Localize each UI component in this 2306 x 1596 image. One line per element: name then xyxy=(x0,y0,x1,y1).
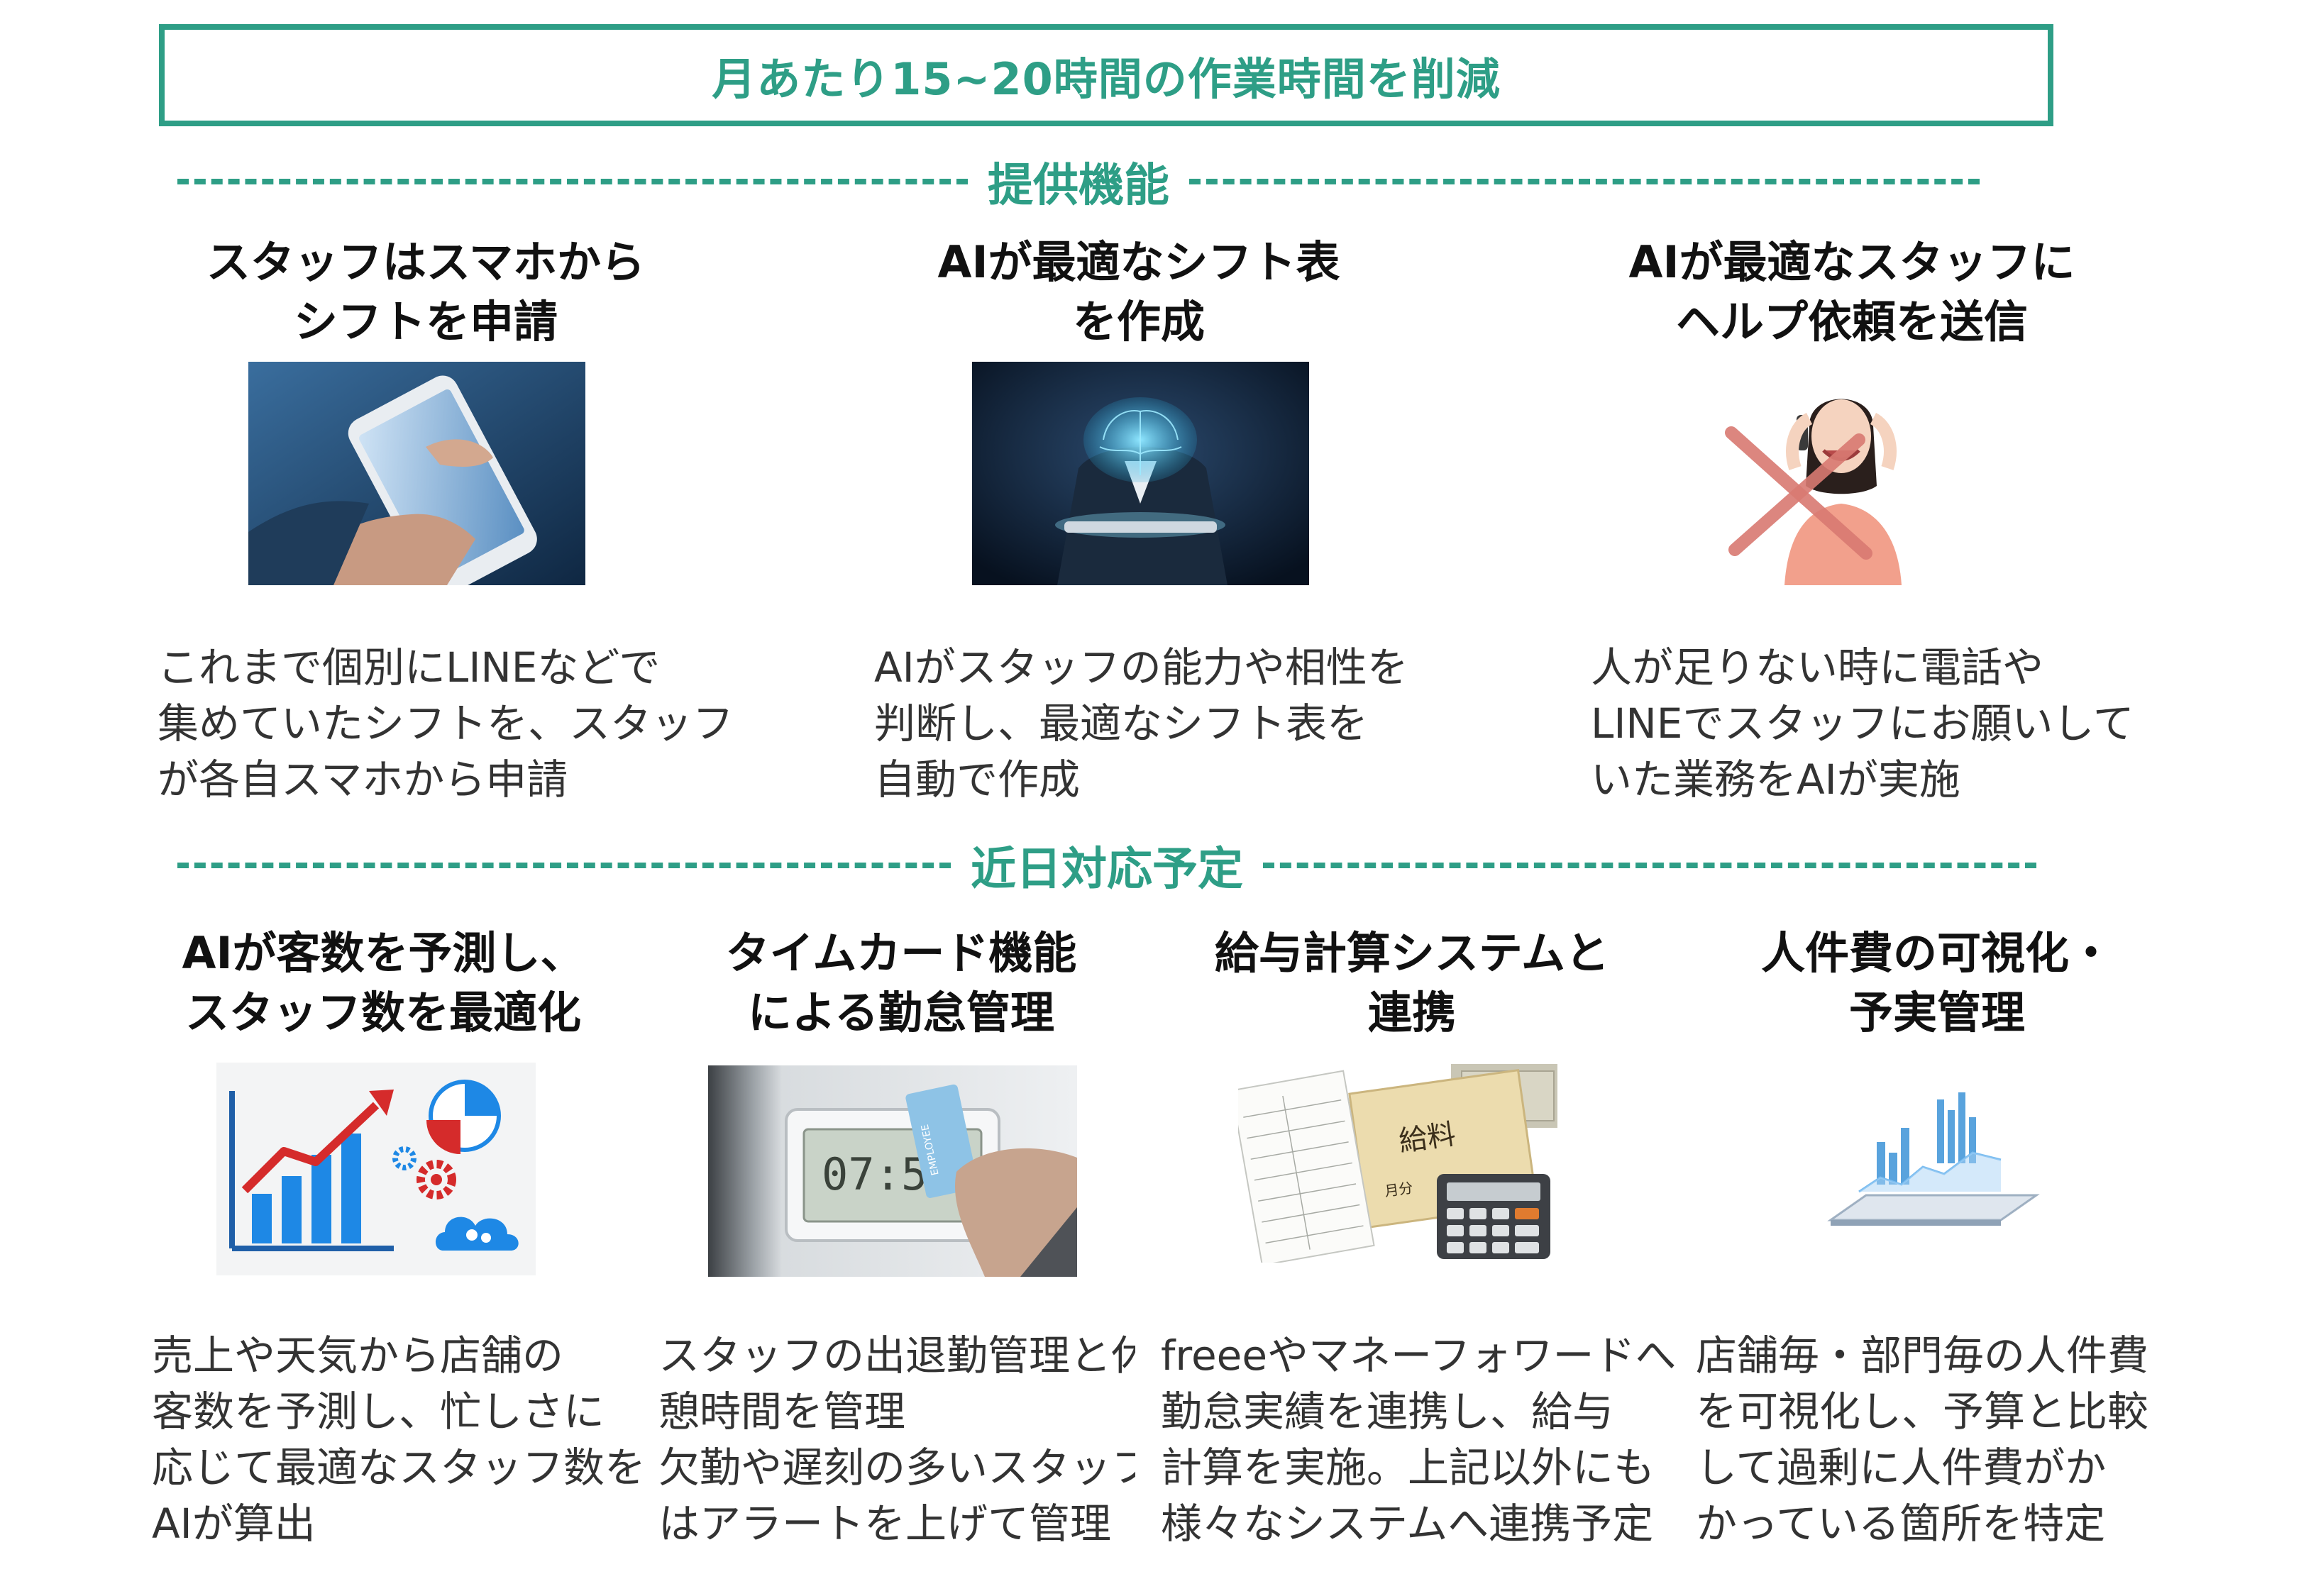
feature-title-ai-shift: AIが最適なシフト表 を作成 xyxy=(820,233,1458,352)
feature-title-line: 連携 xyxy=(1367,987,1456,1038)
feature-title-line: スタッフはスマホから xyxy=(206,236,646,288)
divider-dash-right xyxy=(1189,179,1980,184)
growth-chart-icon xyxy=(229,1090,394,1251)
stressed-woman-phone-photo xyxy=(1717,362,1965,585)
feature-desc-line: 人が足りない時に電話や xyxy=(1591,643,2044,692)
feature-title-line: AIが最適なシフト表 xyxy=(937,236,1340,288)
headline-text: 月あたり15~20時間の作業時間を削減 xyxy=(712,53,1501,105)
feature-title-line: タイムカード機能 xyxy=(725,927,1077,979)
feature-desc-ai-shift: AIがスタッフの能力や相性を 判断し、最適なシフト表を 自動で作成 xyxy=(874,640,1408,808)
feature-desc-help-request: 人が足りない時に電話や LINEでスタッフにお願いして いた業務をAIが実施 xyxy=(1591,640,2134,808)
headline-banner: 月あたり15~20時間の作業時間を削減 xyxy=(159,24,2053,126)
feature-desc-line: 客数を予測し、忙しさに xyxy=(152,1387,605,1436)
feature-desc-line: はアラートを上げて管理 xyxy=(658,1500,1112,1548)
feature-title-payroll: 給与計算システムと 連携 xyxy=(1128,924,1696,1043)
feature-desc-line: 欠勤や遅刻の多いスタッフ xyxy=(658,1443,1135,1492)
feature-desc-line: 自動で作成 xyxy=(874,755,1081,804)
feature-title-line: 人件費の可視化・ xyxy=(1760,927,2113,979)
feature-title-line: シフトを申請 xyxy=(293,296,558,348)
feature-desc-line: freeeやマネーフォワードへ xyxy=(1161,1331,1677,1380)
feature-title-line: 給与計算システムと xyxy=(1214,927,1610,979)
feature-desc-timecard: スタッフの出退勤管理と休 憩時間を管理 欠勤や遅刻の多いスタッフ はアラートを上… xyxy=(658,1328,1135,1552)
section-label-provided: 提供機能 xyxy=(988,160,1169,212)
divider-dash-left xyxy=(177,863,951,868)
gear-icon xyxy=(392,1146,416,1170)
payroll-documents-photo: 給料 月分 xyxy=(1238,1050,1557,1263)
feature-desc-demand-forecast: 売上や天気から店舗の 客数を予測し、忙しさに 応じて最適なスタッフ数を AIが算… xyxy=(152,1328,646,1552)
feature-desc-line: 勤怠実績を連携し、給与 xyxy=(1161,1387,1614,1436)
divider-dash-left xyxy=(177,179,968,184)
feature-desc-line: して過剰に人件費がか xyxy=(1696,1443,2107,1492)
feature-title-shift-request: スタッフはスマホから シフトを申請 xyxy=(106,233,745,352)
feature-title-help-request: AIが最適なスタッフに ヘルプ依頼を送信 xyxy=(1533,233,2171,352)
feature-desc-line: を可視化し、予算と比較 xyxy=(1696,1387,2149,1436)
feature-title-line: スタッフ数を最適化 xyxy=(184,987,581,1038)
feature-desc-line: 計算を実施。上記以外にも xyxy=(1161,1443,1655,1492)
gear-icon xyxy=(416,1160,456,1199)
red-x-icon xyxy=(1725,426,1872,560)
feature-desc-line: 売上や天気から店舗の xyxy=(152,1331,564,1380)
feature-desc-line: 集めていたシフトを、スタッフ xyxy=(158,699,734,748)
feature-title-demand-forecast: AIが客数を予測し、 スタッフ数を最適化 xyxy=(99,924,667,1043)
feature-desc-line: いた業務をAIが実施 xyxy=(1591,755,1960,804)
section-label-upcoming: 近日対応予定 xyxy=(971,843,1243,896)
ai-brain-tablet-photo xyxy=(972,362,1309,585)
feature-desc-line: かっている箇所を特定 xyxy=(1696,1500,2106,1548)
analytics-tablet-icon xyxy=(1816,1085,2051,1263)
feature-desc-line: AIがスタッフの能力や相性を xyxy=(874,643,1408,692)
feature-desc-line: LINEでスタッフにお願いして xyxy=(1591,699,2134,748)
feature-desc-payroll: freeeやマネーフォワードへ 勤怠実績を連携し、給与 計算を実施。上記以外にも… xyxy=(1161,1328,1677,1552)
feature-title-timecard: タイムカード機能 による勤怠管理 xyxy=(617,924,1185,1043)
feature-title-line: を作成 xyxy=(1072,296,1205,348)
payroll-envelope-subtext: 月分 xyxy=(1384,1179,1414,1199)
divider-dash-right xyxy=(1263,863,2036,868)
feature-desc-shift-request: これまで個別にLINEなどで 集めていたシフトを、スタッフ が各自スマホから申請 xyxy=(158,640,734,808)
section-divider-upcoming: 近日対応予定 xyxy=(177,837,2036,896)
feature-desc-line: が各自スマホから申請 xyxy=(158,755,568,804)
feature-title-line: による勤怠管理 xyxy=(747,987,1055,1038)
payroll-envelope-text: 給料 xyxy=(1397,1118,1458,1158)
section-divider-provided: 提供機能 xyxy=(177,153,1980,212)
feature-title-line: 予実管理 xyxy=(1848,987,2025,1038)
timecard-reader-photo: 07:59 EMPLOYEE xyxy=(708,1065,1077,1277)
feature-desc-line: AIが算出 xyxy=(152,1500,316,1548)
feature-title-line: ヘルプ依頼を送信 xyxy=(1675,296,2028,348)
feature-desc-line: スタッフの出退勤管理と休 xyxy=(658,1331,1135,1380)
feature-desc-line: 憩時間を管理 xyxy=(658,1387,906,1436)
pie-chart-icon xyxy=(426,1080,501,1154)
smartphone-hand-photo xyxy=(248,362,585,585)
feature-desc-line: これまで個別にLINEなどで xyxy=(158,643,661,692)
feature-title-line: AIが最適なスタッフに xyxy=(1628,236,2075,288)
feature-title-labor-cost: 人件費の可視化・ 予実管理 xyxy=(1653,924,2221,1043)
calculator-icon xyxy=(1437,1174,1550,1259)
feature-desc-line: 判断し、最適なシフト表を xyxy=(874,699,1369,748)
cloud-users-icon xyxy=(435,1217,519,1251)
feature-desc-line: 店舗毎・部門毎の人件費 xyxy=(1696,1331,2149,1380)
feature-desc-labor-cost: 店舗毎・部門毎の人件費 を可視化し、予算と比較 して過剰に人件費がか かっている… xyxy=(1696,1328,2148,1552)
feature-title-line: AIが客数を予測し、 xyxy=(182,927,585,979)
feature-desc-line: 応じて最適なスタッフ数を xyxy=(152,1443,646,1492)
feature-desc-line: 様々なシステムへ連携予定 xyxy=(1161,1500,1654,1548)
forecast-illustration xyxy=(216,1063,536,1275)
